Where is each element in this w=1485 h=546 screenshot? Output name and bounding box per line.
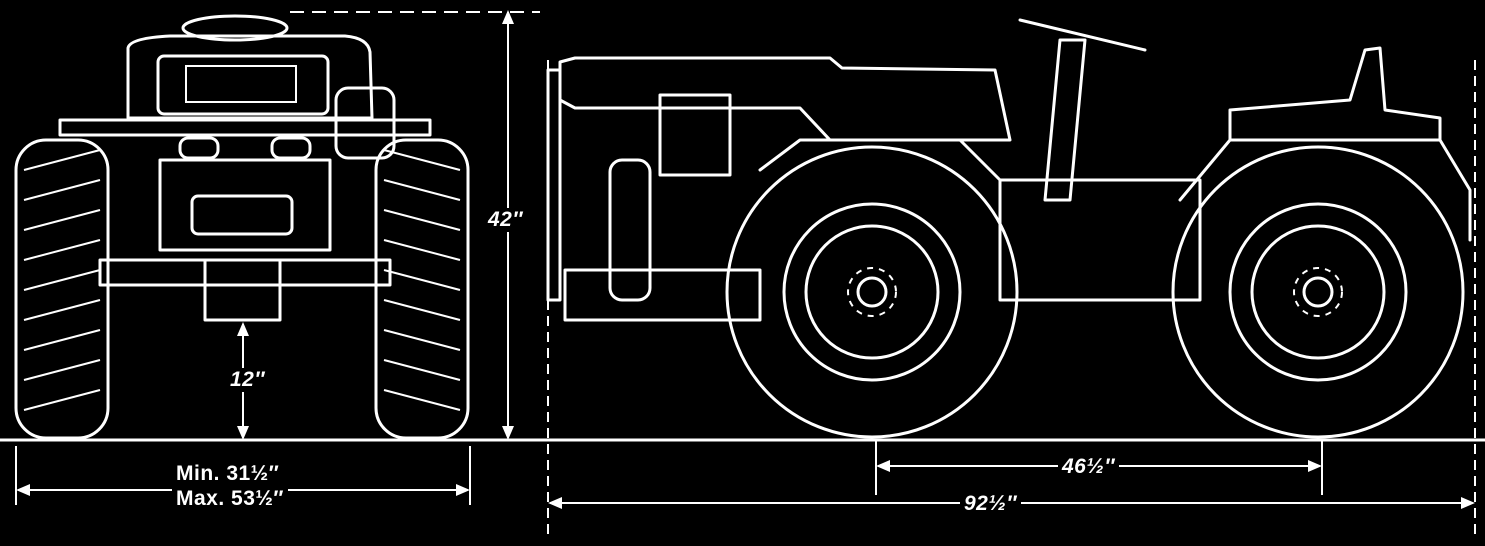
side-rear-hub bbox=[1302, 276, 1334, 308]
clearance-arrow-top bbox=[237, 322, 249, 336]
height-arrow-top bbox=[502, 10, 514, 24]
track-min-label: Min. 31½″ bbox=[172, 462, 284, 486]
front-crossbar bbox=[58, 118, 432, 137]
front-body bbox=[158, 158, 332, 252]
side-engine-block bbox=[658, 93, 732, 177]
height-label: 42″ bbox=[484, 208, 527, 232]
side-rear-tire bbox=[1171, 145, 1465, 439]
front-badge bbox=[185, 65, 297, 103]
side-front-rim-inner bbox=[804, 224, 940, 360]
side-chassis bbox=[998, 178, 1202, 302]
side-front-rim bbox=[782, 202, 962, 382]
ground-clearance-label: 12″ bbox=[226, 368, 269, 392]
front-hitch bbox=[203, 258, 282, 322]
side-seat bbox=[1228, 46, 1442, 142]
front-view bbox=[14, 14, 470, 440]
height-arrow-bottom bbox=[502, 426, 514, 440]
side-front-fender bbox=[758, 138, 1002, 182]
track-arrow-right bbox=[456, 484, 470, 496]
side-view bbox=[546, 18, 1472, 439]
front-left-tire bbox=[14, 138, 110, 440]
side-frame-front bbox=[563, 268, 762, 322]
front-air-cleaner bbox=[334, 86, 396, 160]
track-max-label: Max. 53½″ bbox=[172, 487, 288, 511]
front-right-light bbox=[270, 136, 312, 160]
front-lower-grille bbox=[190, 194, 294, 236]
side-front-hub bbox=[856, 276, 888, 308]
front-hood bbox=[126, 34, 374, 120]
wheelbase-arrow-right bbox=[1308, 460, 1322, 472]
front-grille-panel bbox=[156, 54, 330, 116]
side-rear-fender bbox=[1178, 138, 1472, 242]
side-front-grille bbox=[546, 68, 562, 302]
side-steering-column bbox=[1043, 38, 1087, 202]
overall-length-label: 92½″ bbox=[960, 492, 1021, 516]
side-hood bbox=[558, 56, 1012, 142]
clearance-arrow-bottom bbox=[237, 426, 249, 440]
front-left-light bbox=[178, 136, 220, 160]
side-rear-rim bbox=[1228, 202, 1408, 382]
wheelbase-label: 46½″ bbox=[1058, 455, 1119, 479]
side-front-tire bbox=[725, 145, 1019, 439]
length-arrow-left bbox=[548, 497, 562, 509]
front-right-tread bbox=[383, 149, 461, 411]
side-front-bolts bbox=[847, 267, 897, 317]
front-left-tread bbox=[23, 149, 101, 411]
length-arrow-right bbox=[1461, 497, 1475, 509]
track-arrow-left bbox=[16, 484, 30, 496]
front-axle bbox=[98, 258, 392, 287]
side-steering-wheel bbox=[1018, 18, 1147, 52]
side-rear-rim-inner bbox=[1250, 224, 1386, 360]
front-right-tire bbox=[374, 138, 470, 440]
wheelbase-arrow-left bbox=[876, 460, 890, 472]
front-steering-wheel bbox=[181, 14, 289, 42]
side-filter bbox=[608, 158, 652, 302]
side-rear-bolts bbox=[1293, 267, 1343, 317]
